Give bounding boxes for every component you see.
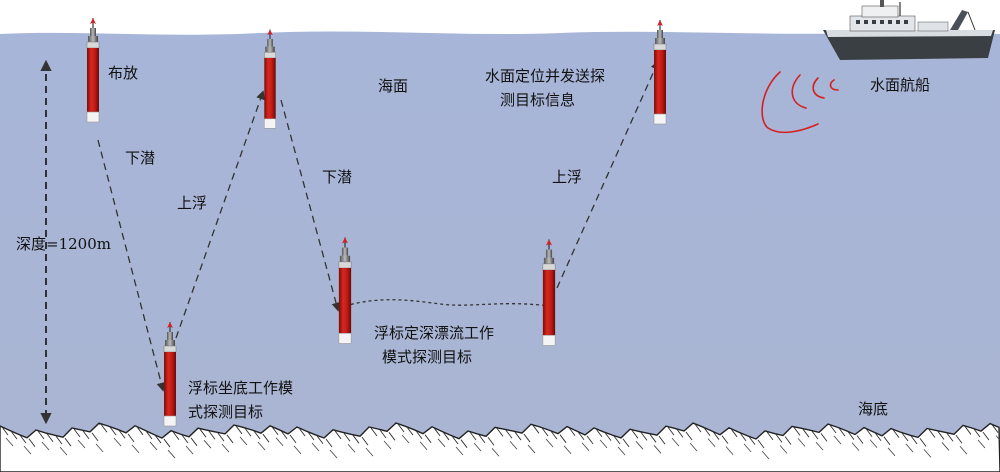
label-bottom-mode-line1: 浮标坐底工作模	[188, 379, 293, 397]
label-rise-1: 上浮	[177, 194, 207, 212]
seabed-ground	[0, 422, 1000, 472]
ship-icon	[823, 0, 995, 60]
label-drift-mode-line2: 模式探测目标	[382, 348, 472, 366]
label-drift-mode-line1: 浮标定深漂流工作	[374, 324, 494, 342]
label-rise-2: 上浮	[552, 168, 582, 186]
label-surface-position-line2: 测目标信息	[500, 91, 575, 109]
sea-water	[0, 31, 1000, 441]
label-surface-ship: 水面航船	[870, 76, 930, 94]
label-bottom-mode-line2: 式探测目标	[188, 403, 263, 421]
label-surface-position-line1: 水面定位并发送探	[485, 67, 605, 85]
label-depth: 深度=1200m	[16, 235, 111, 253]
label-dive-2: 下潜	[322, 168, 352, 186]
label-deploy: 布放	[108, 64, 138, 82]
buoy-trajectory	[97, 60, 660, 392]
sonar-wave-icon	[761, 71, 839, 134]
label-sea-surface: 海面	[378, 77, 408, 95]
label-seabed: 海底	[858, 400, 888, 418]
label-dive-1: 下潜	[125, 149, 155, 167]
